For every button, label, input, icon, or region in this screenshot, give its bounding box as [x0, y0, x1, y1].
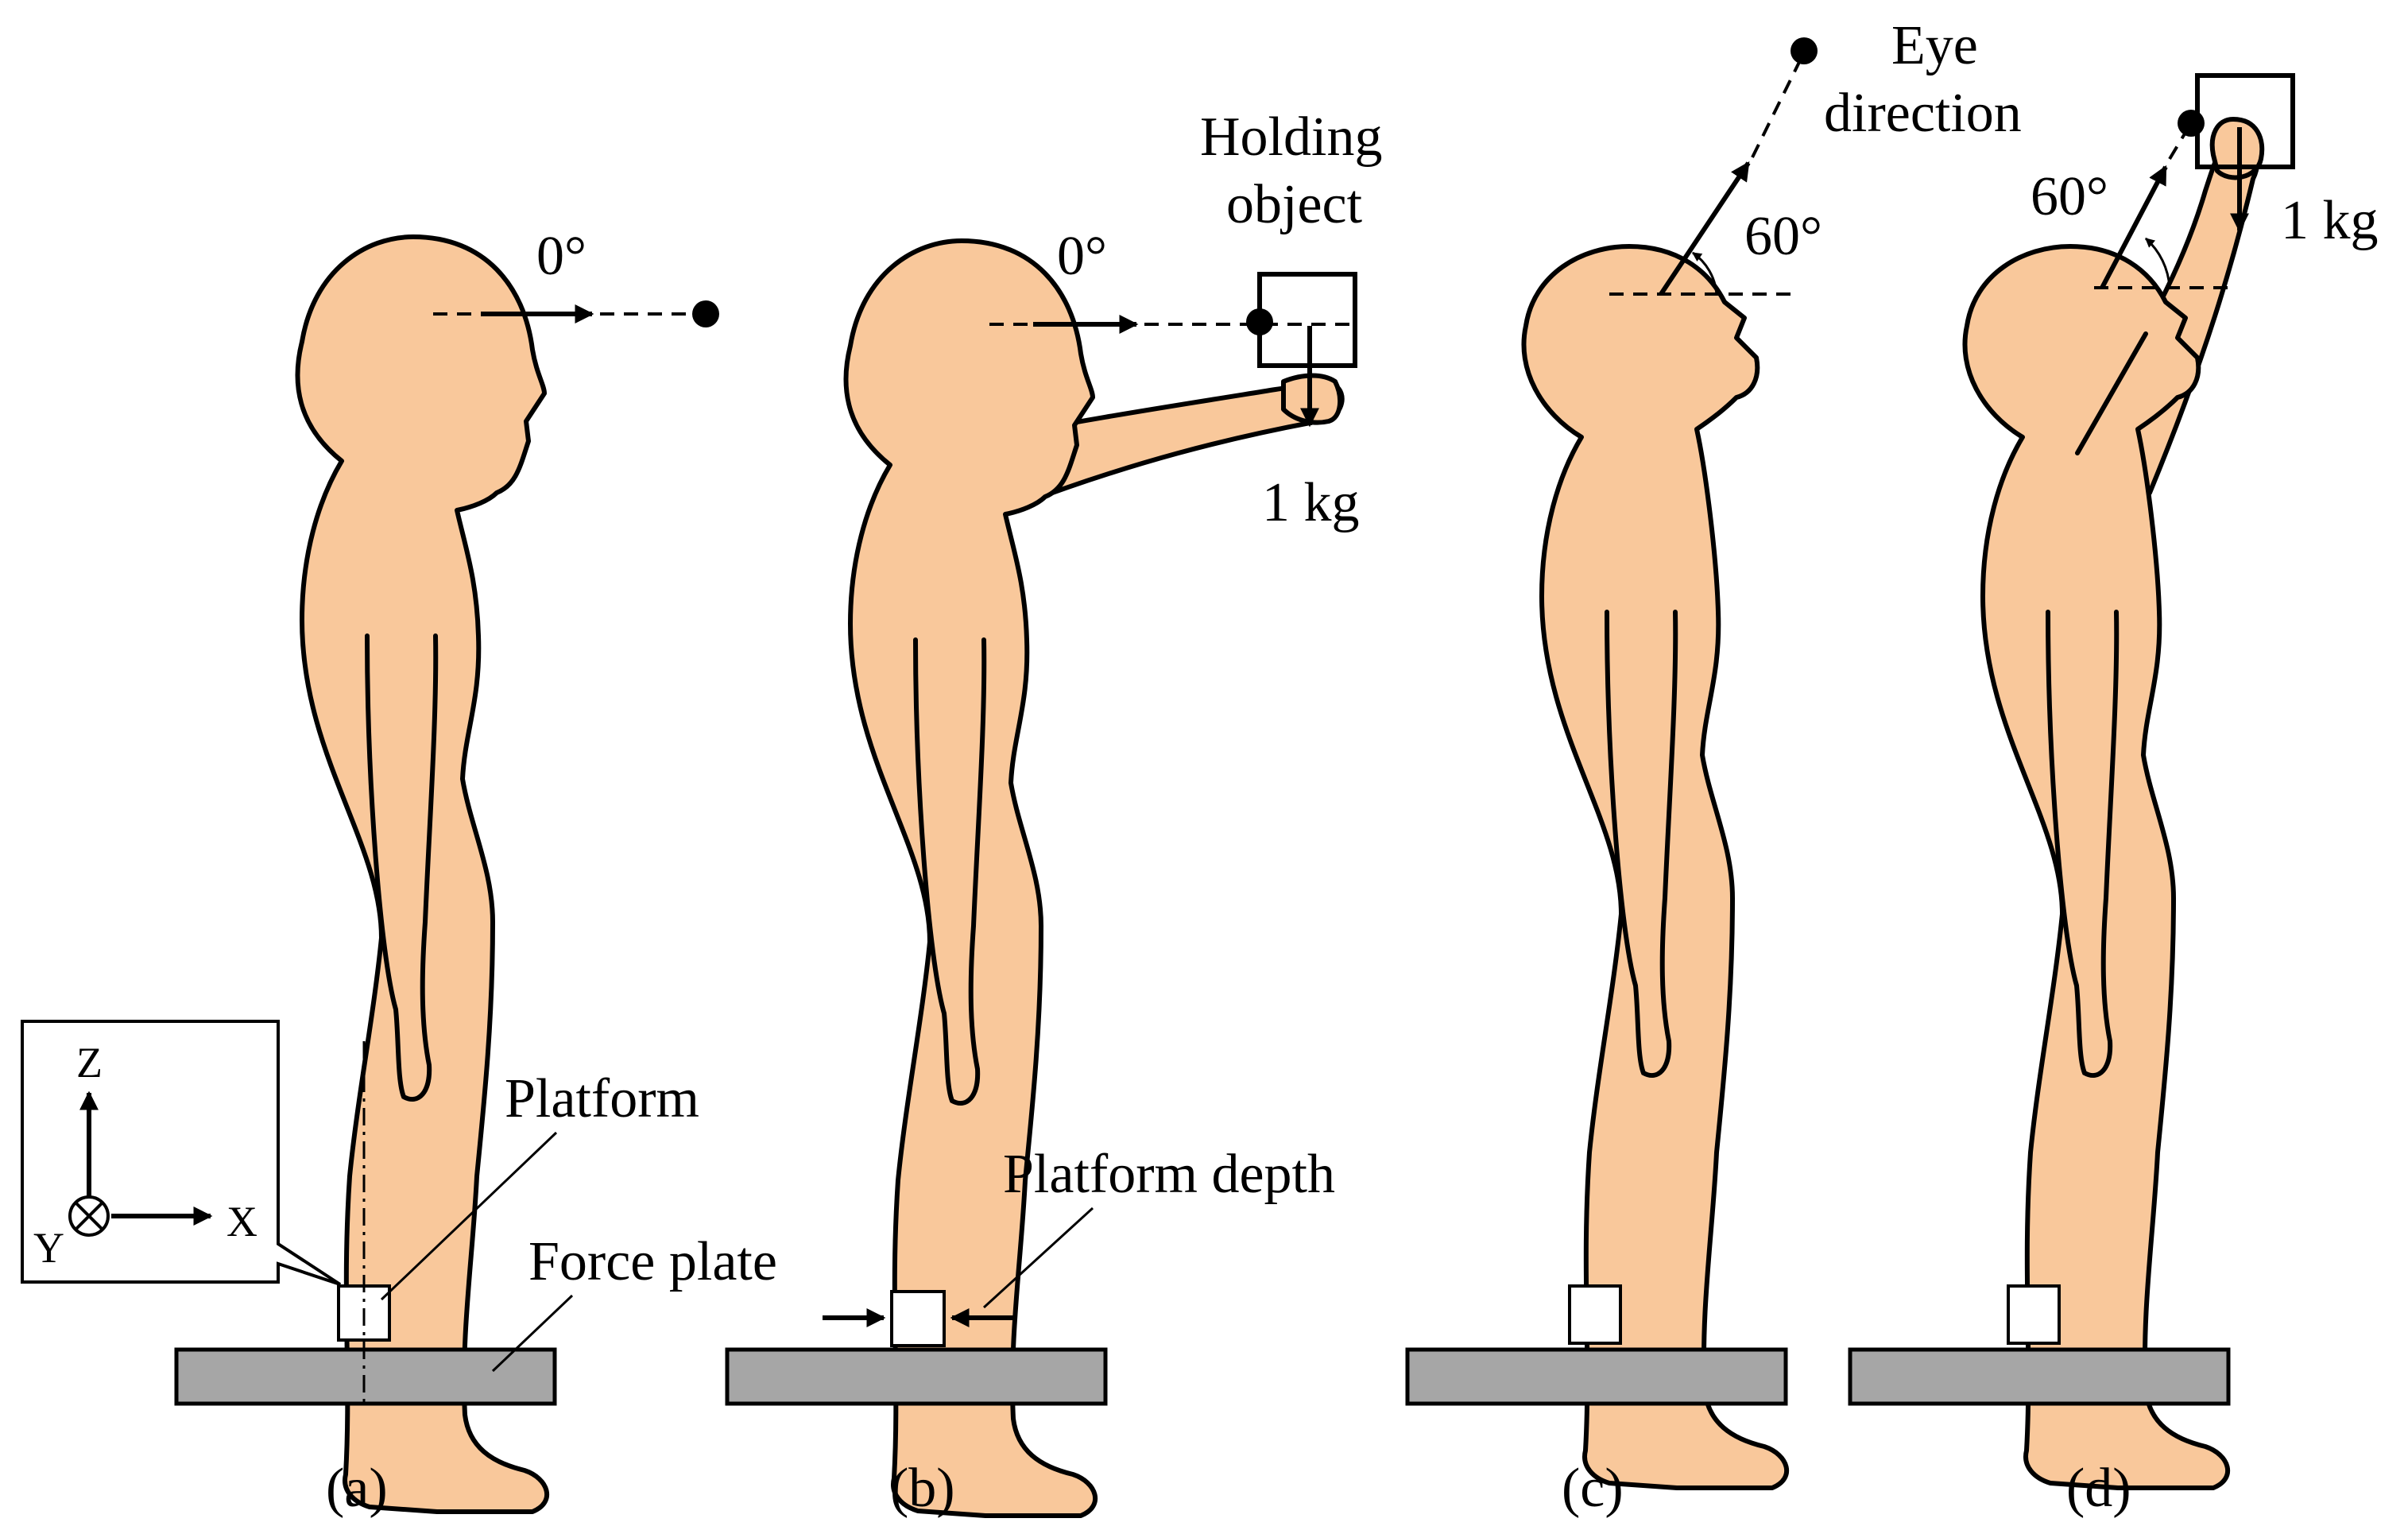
holding-object-box-d: [2195, 73, 2295, 169]
platform-depth-leader: [982, 1207, 1094, 1309]
gaze-angle-label-c: 60°: [1744, 206, 1822, 267]
axis-x-label: X: [226, 1198, 257, 1245]
force-plate-d: [1848, 1347, 2231, 1406]
panel-label-d: (d): [2066, 1458, 2131, 1519]
panel-c: 60° Eye direction (c): [1405, 15, 2022, 1519]
eye-direction-label-1: Eye: [1891, 15, 1978, 76]
panel-label-a: (a): [326, 1458, 388, 1519]
holding-object-label-2: object: [1226, 174, 1363, 235]
axis-z-label: Z: [76, 1039, 103, 1086]
gaze-target-a: [692, 300, 719, 327]
gaze-angle-label-b: 0°: [1057, 226, 1107, 287]
eye-direction-label-2: direction: [1824, 83, 2022, 144]
coordinate-inset: Z X Y: [21, 1020, 342, 1286]
force-plate-leader: [491, 1294, 574, 1373]
angle-arc-d: [2145, 237, 2171, 289]
force-plate-c: [1405, 1347, 1788, 1406]
platform-leader: [380, 1131, 558, 1301]
gaze-angle-label-a: 0°: [536, 226, 587, 287]
gaze-arrow-c: [1659, 161, 1751, 296]
force-plate-a: [174, 1347, 557, 1406]
hand-d: [2209, 117, 2265, 180]
axis-y-label: Y: [33, 1224, 64, 1272]
force-plate-label: Force plate: [528, 1231, 777, 1292]
holding-object-label-1: Holding: [1200, 107, 1382, 168]
panel-a: 0° Z X Y Platform Force plate (a): [21, 226, 777, 1519]
panel-d: 60° 1 kg (d): [1848, 73, 2379, 1519]
panel-label-b: (b): [890, 1458, 955, 1519]
gaze-target-d: [2178, 110, 2205, 137]
platform-box-b: [890, 1290, 946, 1347]
mass-label-d: 1 kg: [2281, 190, 2379, 251]
gaze-target-c: [1791, 37, 1818, 64]
force-plate-b: [725, 1347, 1108, 1406]
panel-b: 0° Holding object 1 kg Platform depth (b…: [725, 107, 1382, 1519]
platform-box-c: [1568, 1284, 1622, 1345]
panel-label-c: (c): [1562, 1458, 1624, 1519]
angle-arc-c: [1692, 251, 1718, 295]
gaze-arrow-d: [2100, 165, 2168, 289]
gaze-angle-label-d: 60°: [2031, 166, 2108, 227]
platform-depth-label: Platform depth: [1003, 1144, 1335, 1205]
mass-label-b: 1 kg: [1262, 472, 1360, 533]
platform-box-d: [2007, 1284, 2061, 1345]
arm-crease-d: [2075, 331, 2148, 455]
platform-label: Platform: [505, 1068, 699, 1129]
